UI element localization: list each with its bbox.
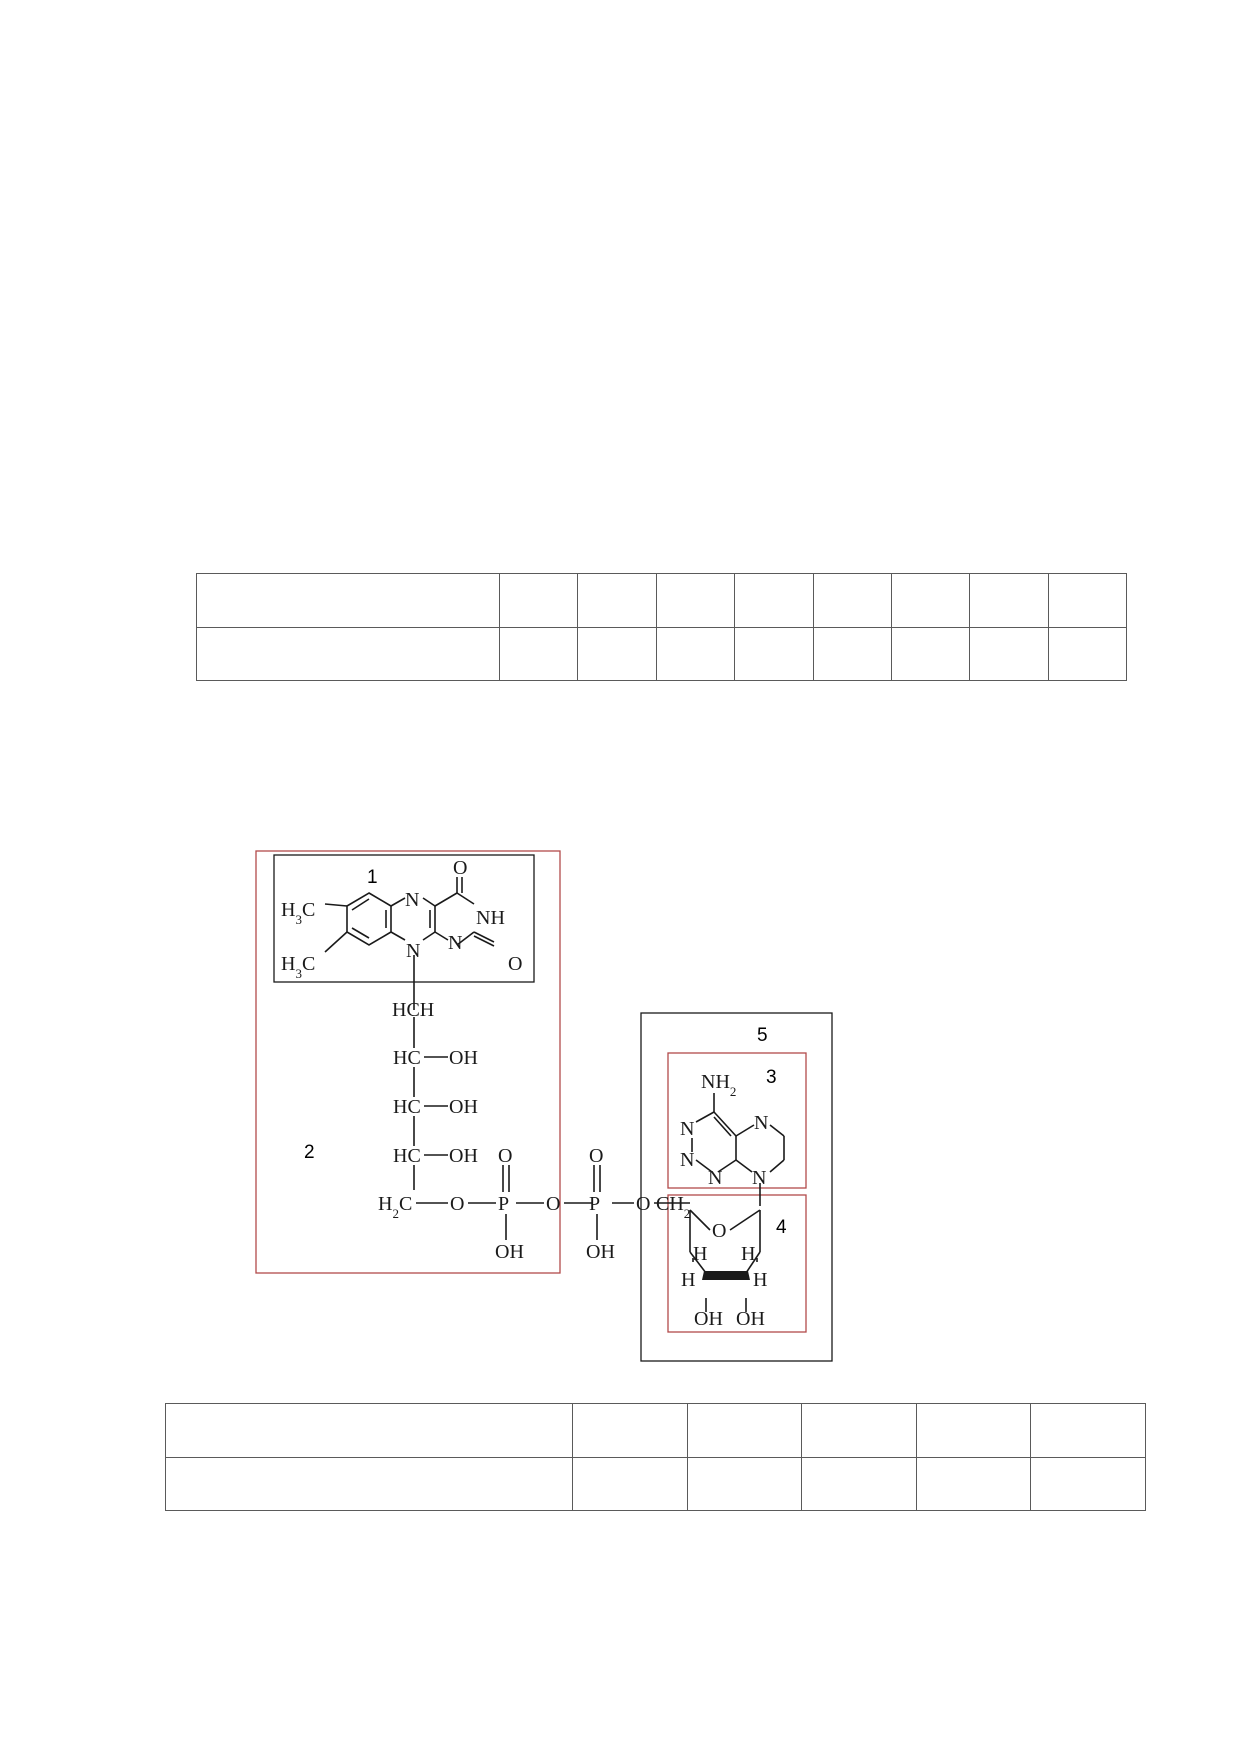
atom-label: H3C [281,899,315,927]
atom-label: P [589,1193,600,1215]
table-cell [196,573,500,628]
atom-label: O [546,1193,560,1215]
atom-label: P [498,1193,509,1215]
table-row [196,573,1128,628]
table-cell [969,626,1049,681]
answer-table-1 [196,573,1128,681]
atom-label: O [636,1193,650,1215]
atom-label: H2C [378,1193,412,1221]
isoalloxazine-ring [324,877,495,1010]
table-cell [915,1456,1032,1511]
atom-label: O [453,857,467,879]
ribityl-chain [413,1017,690,1240]
table-cell [498,573,579,628]
table-cell [498,626,579,681]
ribose-ring [689,1209,761,1312]
adenine-ring [691,1093,785,1206]
region-box-2 [255,850,561,1274]
table-cell [1030,1456,1146,1511]
atom-label: OH [449,1047,478,1069]
region-label-2: 2 [304,1142,315,1163]
table-cell [915,1403,1032,1458]
table-cell [577,573,657,628]
table-cell [196,626,500,681]
atom-label: H3C [281,953,315,981]
atom-label: O [589,1145,603,1167]
atom-label: N [405,889,419,911]
atom-label: NH2 [701,1071,736,1099]
table-cell [734,573,814,628]
table-cell [165,1403,573,1458]
table-row [196,626,1128,681]
atom-label: O [508,953,522,975]
atom-label: N [754,1112,768,1134]
atom-label: N [448,932,462,954]
region-label-4: 4 [776,1217,787,1238]
atom-label: N [680,1149,694,1171]
table-cell [572,1456,688,1511]
answer-table-2 [165,1403,1146,1511]
table-cell [655,626,736,681]
table-cell [890,573,971,628]
atom-label: N [708,1167,722,1189]
ribose-bold-bond [702,1271,750,1280]
atom-label: HC [393,1047,421,1069]
region-label-5: 5 [757,1025,768,1046]
atom-label: H [681,1269,695,1291]
table-cell [969,573,1049,628]
table-cell [812,573,892,628]
atom-label: H [753,1269,767,1291]
atom-label: H [741,1243,755,1265]
atom-label: OH [694,1308,723,1330]
atom-label: O [712,1220,726,1242]
atom-label: OH [449,1145,478,1167]
atom-label: N [752,1167,766,1189]
region-box-4 [667,1194,807,1333]
region-label-1: 1 [367,867,378,888]
region-label-3: 3 [766,1067,777,1088]
region-box-5 [640,1012,833,1362]
atom-label: N [680,1118,694,1140]
table-cell [801,1456,917,1511]
table-cell [1047,626,1128,681]
atom-label: CH2 [656,1193,690,1221]
atom-label: OH [449,1096,478,1118]
atom-label: OH [495,1241,524,1263]
table-cell [572,1403,688,1458]
table-cell [734,626,814,681]
atom-label: OH [736,1308,765,1330]
region-box-1 [273,854,535,983]
atom-label: HCH [392,999,434,1021]
table-cell [1047,573,1128,628]
region-box-3 [667,1052,807,1189]
atom-label: N [406,940,420,962]
table-row [165,1456,1146,1511]
atom-label: OH [586,1241,615,1263]
atom-label: HC [393,1145,421,1167]
table-cell [577,626,657,681]
table-cell [165,1456,573,1511]
atom-label: O [498,1145,512,1167]
atom-label: H [693,1243,707,1265]
table-cell [686,1456,803,1511]
table-cell [1030,1403,1146,1458]
atom-label: NH [476,907,505,929]
table-cell [686,1403,803,1458]
table-cell [801,1403,917,1458]
table-row [165,1403,1146,1458]
atom-label: HC [393,1096,421,1118]
atom-label: O [450,1193,464,1215]
